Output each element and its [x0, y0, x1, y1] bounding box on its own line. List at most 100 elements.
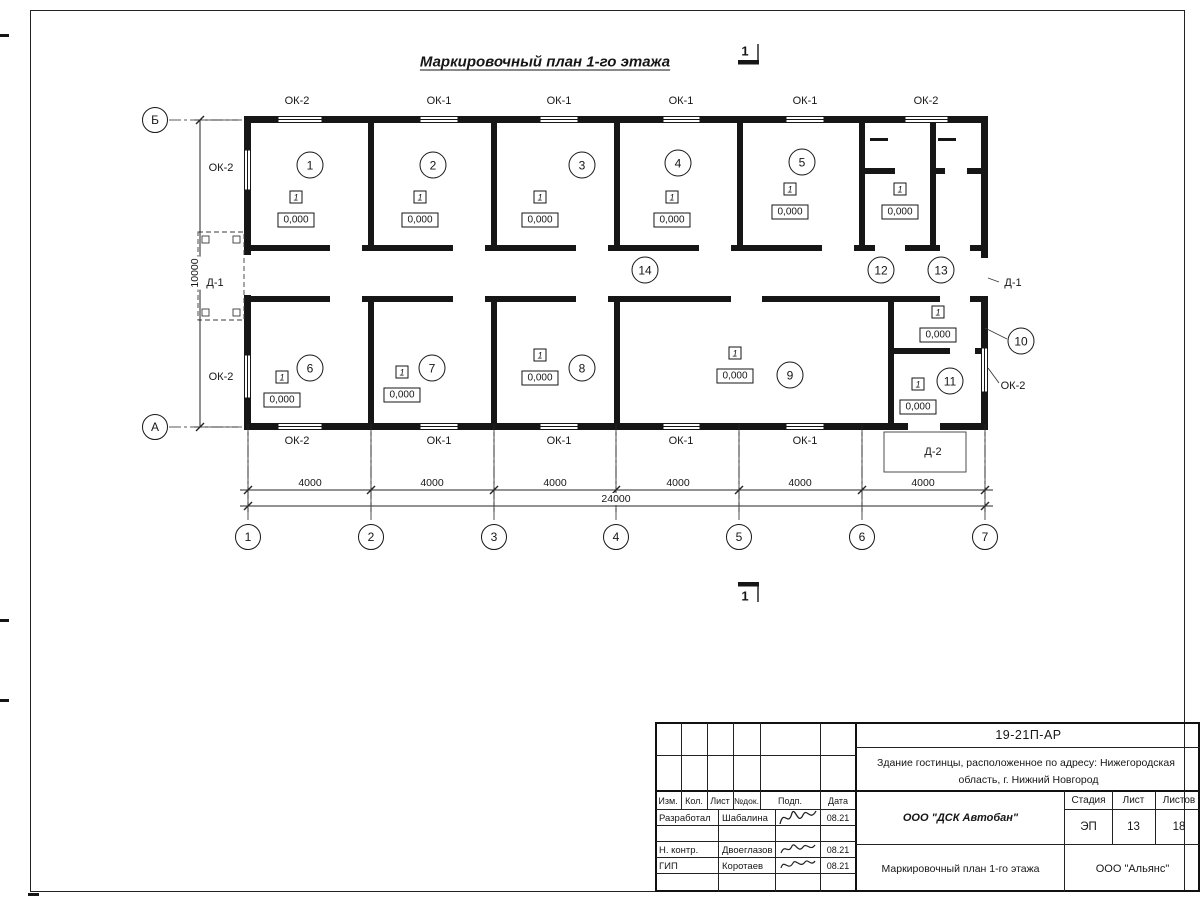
floor-type-mark: 1	[783, 182, 797, 196]
opening-label: ОК-2	[208, 162, 234, 174]
room-number-bubble: 13	[927, 256, 955, 284]
section-mark-number: 1	[741, 43, 749, 59]
dimension-value: 4000	[909, 477, 937, 489]
floor-type-mark: 1	[665, 190, 679, 204]
drawing-name: Маркировочный план 1-го этажа	[881, 862, 1040, 875]
grid-axis-bubble: А	[142, 414, 168, 440]
drawing-title: Маркировочный план 1-го этажа	[419, 53, 671, 71]
opening-label: ОК-1	[792, 95, 818, 107]
signature-graphic	[780, 860, 816, 869]
room-number-bubble: 5	[788, 148, 816, 176]
room-number-bubble: 11	[936, 367, 964, 395]
dimension-value: 4000	[296, 477, 324, 489]
room-number-bubble: 2	[419, 151, 447, 179]
windows	[244, 116, 988, 430]
floor-type-mark: 1	[931, 305, 945, 319]
room-number-bubble: 1	[296, 151, 324, 179]
rev-col-header: Кол.	[685, 795, 703, 806]
opening-label: ОК-1	[426, 95, 452, 107]
floor-type-mark: 1	[728, 346, 742, 360]
floor-type-mark: 1	[413, 190, 427, 204]
rev-col-header: Подп.	[778, 795, 802, 806]
dimension-value: 4000	[664, 477, 692, 489]
elevation-mark: 0,000	[653, 212, 691, 228]
opening-label: ОК-1	[546, 435, 572, 447]
registration-mark	[0, 34, 9, 37]
elevation-mark: 0,000	[521, 212, 559, 228]
stage-header: Стадия	[1071, 795, 1106, 806]
dimension-total: 24000	[599, 493, 633, 505]
room-number-bubble: 12	[867, 256, 895, 284]
rev-col-header: Дата	[828, 795, 848, 806]
opening-label: Д-2	[924, 446, 942, 458]
sheets-total-header: Листов	[1162, 795, 1196, 806]
grid-axis-bubble: 5	[726, 524, 752, 550]
elevation-mark: 0,000	[277, 212, 315, 228]
document-number: 19-21П-АР	[995, 728, 1062, 742]
section-mark-number: 1	[741, 588, 749, 604]
room-number-bubble: 8	[568, 354, 596, 382]
grid-axis-bubble: 4	[603, 524, 629, 550]
title-block-border	[655, 722, 1200, 892]
signer-date: 08.21	[826, 845, 850, 855]
opening-label: ОК-1	[546, 95, 572, 107]
rev-col-header: Лист	[710, 795, 730, 806]
signer-role: ГИП	[659, 860, 678, 872]
elevation-mark: 0,000	[521, 370, 559, 386]
opening-label: ОК-2	[284, 435, 310, 447]
opening-label: Д-1	[206, 277, 224, 289]
dimension-lines	[169, 115, 993, 523]
section-marks	[738, 44, 759, 602]
room-number-bubble: 7	[418, 354, 446, 382]
floor-type-mark: 1	[893, 182, 907, 196]
project-name-line1: Здание гостинцы, расположенное по адресу…	[877, 757, 1175, 769]
rev-col-header: №док.	[734, 795, 759, 806]
dimension-height: 10000	[189, 256, 201, 290]
signer-role: Н. контр.	[659, 844, 699, 856]
project-name-line2: область, г. Нижний Новгород	[958, 774, 1099, 786]
registration-mark	[0, 699, 9, 702]
floor-type-mark: 1	[533, 348, 547, 362]
grid-axis-bubble: 7	[972, 524, 998, 550]
signer-name: Коротаев	[722, 860, 764, 872]
stage-value: ЭП	[1080, 821, 1097, 833]
signer-role: Разработал	[659, 812, 711, 824]
room-number-bubble: 3	[568, 151, 596, 179]
grid-axis-bubble: 3	[481, 524, 507, 550]
opening-label: ОК-1	[668, 435, 694, 447]
elevation-mark: 0,000	[899, 399, 937, 415]
sheet-header: Лист	[1122, 795, 1145, 806]
elevation-mark: 0,000	[263, 392, 301, 408]
dimension-value: 4000	[418, 477, 446, 489]
signer-date: 08.21	[826, 861, 850, 871]
grid-axis-bubble: 6	[849, 524, 875, 550]
registration-mark	[0, 619, 9, 622]
grid-axis-bubble: Б	[142, 107, 168, 133]
elevation-mark: 0,000	[401, 212, 439, 228]
opening-label: ОК-2	[913, 95, 939, 107]
signature-graphic	[780, 844, 816, 854]
elevation-mark: 0,000	[771, 204, 809, 220]
opening-label: ОК-2	[208, 371, 234, 383]
registration-mark	[28, 893, 39, 896]
opening-label: ОК-1	[792, 435, 818, 447]
sheet-frame	[30, 10, 1185, 892]
floor-type-mark: 1	[275, 370, 289, 384]
grid-axis-bubble: 2	[358, 524, 384, 550]
signer-date: 08.21	[826, 813, 850, 823]
room-number-bubble: 9	[776, 361, 804, 389]
floor-type-mark: 1	[395, 365, 409, 379]
opening-label: ОК-2	[284, 95, 310, 107]
sheets-total-value: 18	[1172, 821, 1186, 833]
room-number-bubble: 4	[664, 149, 692, 177]
elevation-mark: 0,000	[919, 327, 957, 343]
walls	[244, 116, 988, 430]
floor-type-mark: 1	[911, 377, 925, 391]
organization-name: ООО "Альянс"	[1095, 862, 1170, 875]
opening-label: ОК-1	[426, 435, 452, 447]
elevation-mark: 0,000	[881, 204, 919, 220]
signature-graphic	[779, 810, 817, 825]
contractor-name: ООО "ДСК Автобан"	[902, 811, 1019, 824]
elevation-mark: 0,000	[383, 387, 421, 403]
